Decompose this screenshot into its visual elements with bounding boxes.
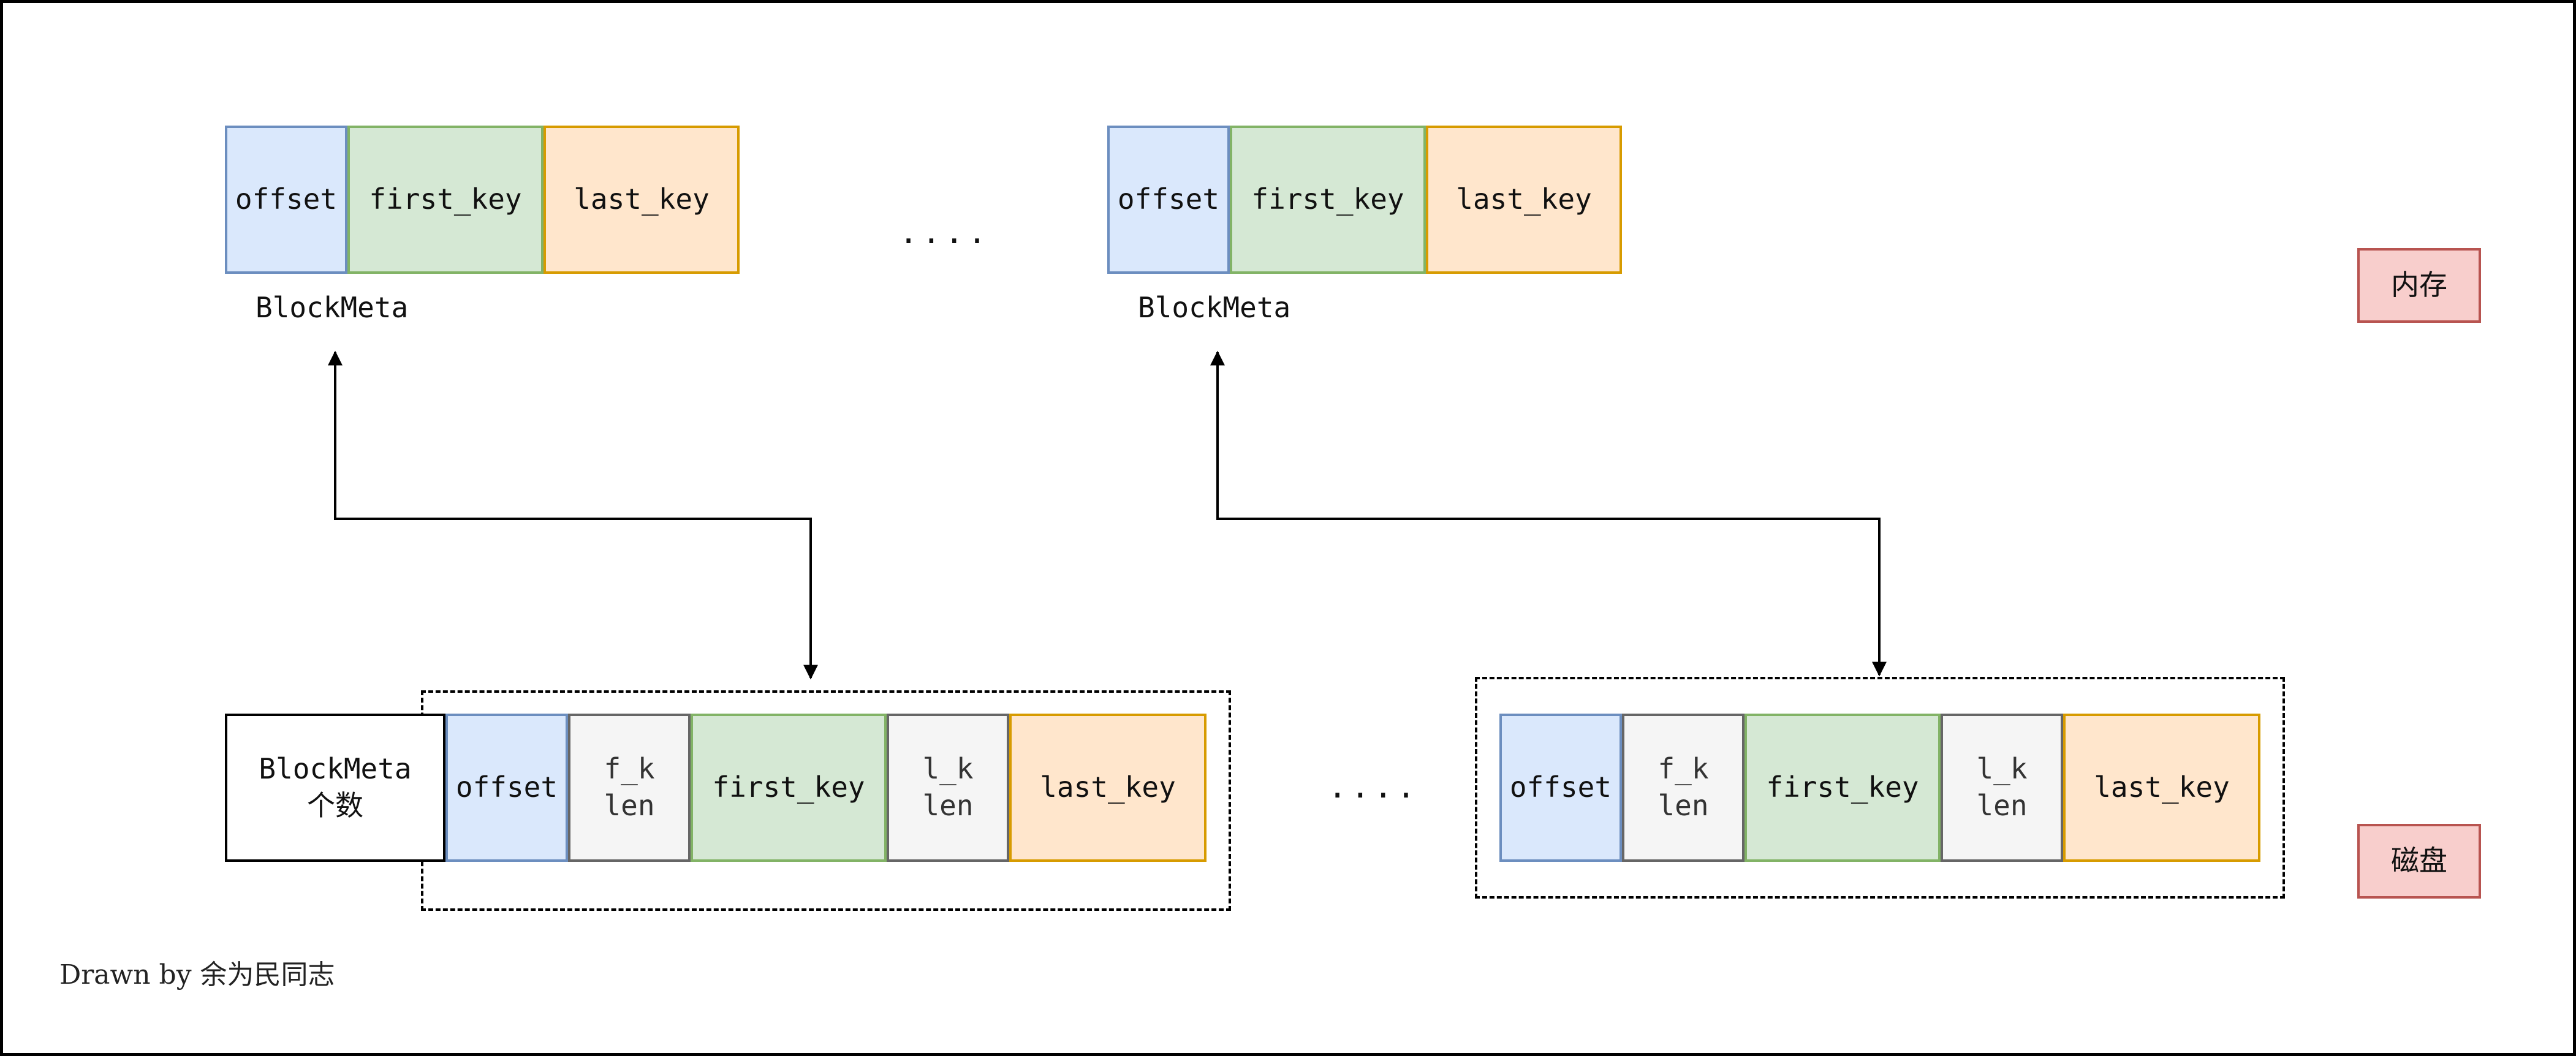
disk-ellipsis: ....	[1328, 769, 1420, 805]
disk-left-offset-cell: offset	[445, 714, 568, 862]
arrow-left-link	[328, 350, 818, 680]
mem-ellipsis: ....	[899, 214, 991, 251]
mem-left-offset-cell: offset	[225, 126, 347, 274]
mem-left-first-key-cell: first_key	[347, 126, 544, 274]
author-credit: Drawn by 余为民同志	[59, 959, 335, 990]
disk-tag: 磁盘	[2357, 824, 2481, 899]
arrow-right-link	[1210, 350, 1887, 677]
disk-right-group-outline	[1475, 677, 2285, 899]
disk-right-fk-len-cell: f_k len	[1622, 714, 1744, 862]
disk-left-fk-len-cell: f_k len	[568, 714, 691, 862]
mem-right-offset-cell: offset	[1107, 126, 1230, 274]
mem-right-last-key-cell: last_key	[1426, 126, 1622, 274]
memory-tag: 内存	[2357, 248, 2481, 323]
disk-right-first-key-cell: first_key	[1744, 714, 1941, 862]
disk-right-lk-len-cell: l_k len	[1941, 714, 2063, 862]
mem-right-caption: BlockMeta	[1138, 291, 1291, 324]
blockmeta-count-cell: BlockMeta 个数	[225, 714, 445, 862]
disk-right-offset-cell: offset	[1499, 714, 1622, 862]
mem-left-last-key-cell: last_key	[544, 126, 740, 274]
connector-arrows	[328, 350, 1887, 680]
mem-left-caption: BlockMeta	[256, 291, 409, 324]
disk-right-last-key-cell: last_key	[2063, 714, 2260, 862]
disk-left-first-key-cell: first_key	[691, 714, 887, 862]
disk-left-lk-len-cell: l_k len	[887, 714, 1009, 862]
mem-right-first-key-cell: first_key	[1230, 126, 1426, 274]
disk-left-last-key-cell: last_key	[1009, 714, 1207, 862]
